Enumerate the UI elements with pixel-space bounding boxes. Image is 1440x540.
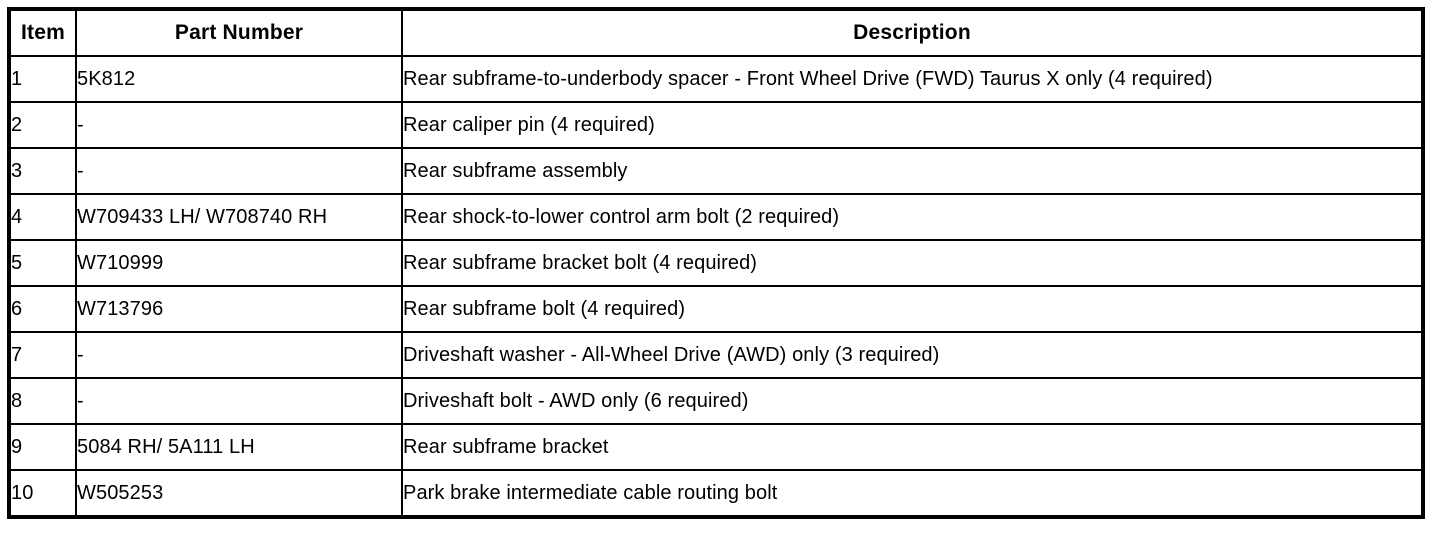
cell-description: Rear subframe assembly	[401, 147, 1424, 195]
column-header-item: Item	[8, 8, 77, 57]
cell-description: Rear subframe bracket bolt (4 required)	[401, 239, 1424, 287]
table-row: 7 - Driveshaft washer - All-Wheel Drive …	[8, 331, 1424, 379]
cell-description: Driveshaft washer - All-Wheel Drive (AWD…	[401, 331, 1424, 379]
cell-part-number: W713796	[75, 285, 403, 333]
cell-part-number: W709433 LH/ W708740 RH	[75, 193, 403, 241]
cell-description: Driveshaft bolt - AWD only (6 required)	[401, 377, 1424, 425]
cell-part-number: -	[75, 331, 403, 379]
cell-part-number: 5084 RH/ 5A111 LH	[75, 423, 403, 471]
cell-description: Park brake intermediate cable routing bo…	[401, 469, 1424, 518]
column-header-description: Description	[401, 8, 1424, 57]
cell-part-number: 5K812	[75, 55, 403, 103]
cell-description: Rear caliper pin (4 required)	[401, 101, 1424, 149]
table-row: 4 W709433 LH/ W708740 RH Rear shock-to-l…	[8, 193, 1424, 241]
table-row: 10 W505253 Park brake intermediate cable…	[8, 469, 1424, 518]
table-row: 9 5084 RH/ 5A111 LH Rear subframe bracke…	[8, 423, 1424, 471]
column-header-part-number: Part Number	[75, 8, 403, 57]
cell-item: 6	[8, 285, 77, 333]
cell-description: Rear subframe bolt (4 required)	[401, 285, 1424, 333]
cell-description: Rear subframe-to-underbody spacer - Fron…	[401, 55, 1424, 103]
cell-item: 2	[8, 101, 77, 149]
table-row: 8 - Driveshaft bolt - AWD only (6 requir…	[8, 377, 1424, 425]
cell-item: 1	[8, 55, 77, 103]
cell-item: 10	[8, 469, 77, 518]
cell-description: Rear shock-to-lower control arm bolt (2 …	[401, 193, 1424, 241]
table-row: 3 - Rear subframe assembly	[8, 147, 1424, 195]
table-row: 2 - Rear caliper pin (4 required)	[8, 101, 1424, 149]
table-row: 6 W713796 Rear subframe bolt (4 required…	[8, 285, 1424, 333]
cell-part-number: W505253	[75, 469, 403, 518]
table-header: Item Part Number Description	[8, 8, 1424, 57]
cell-description: Rear subframe bracket	[401, 423, 1424, 471]
table-body: 1 5K812 Rear subframe-to-underbody space…	[8, 55, 1424, 518]
cell-part-number: -	[75, 101, 403, 149]
cell-item: 7	[8, 331, 77, 379]
table-row: 1 5K812 Rear subframe-to-underbody space…	[8, 55, 1424, 103]
cell-item: 4	[8, 193, 77, 241]
table-row: 5 W710999 Rear subframe bracket bolt (4 …	[8, 239, 1424, 287]
cell-item: 3	[8, 147, 77, 195]
cell-part-number: W710999	[75, 239, 403, 287]
parts-list-table: Item Part Number Description 1 5K812 Rea…	[7, 7, 1425, 519]
cell-part-number: -	[75, 377, 403, 425]
cell-item: 9	[8, 423, 77, 471]
cell-item: 8	[8, 377, 77, 425]
cell-part-number: -	[75, 147, 403, 195]
table-header-row: Item Part Number Description	[8, 8, 1424, 57]
cell-item: 5	[8, 239, 77, 287]
